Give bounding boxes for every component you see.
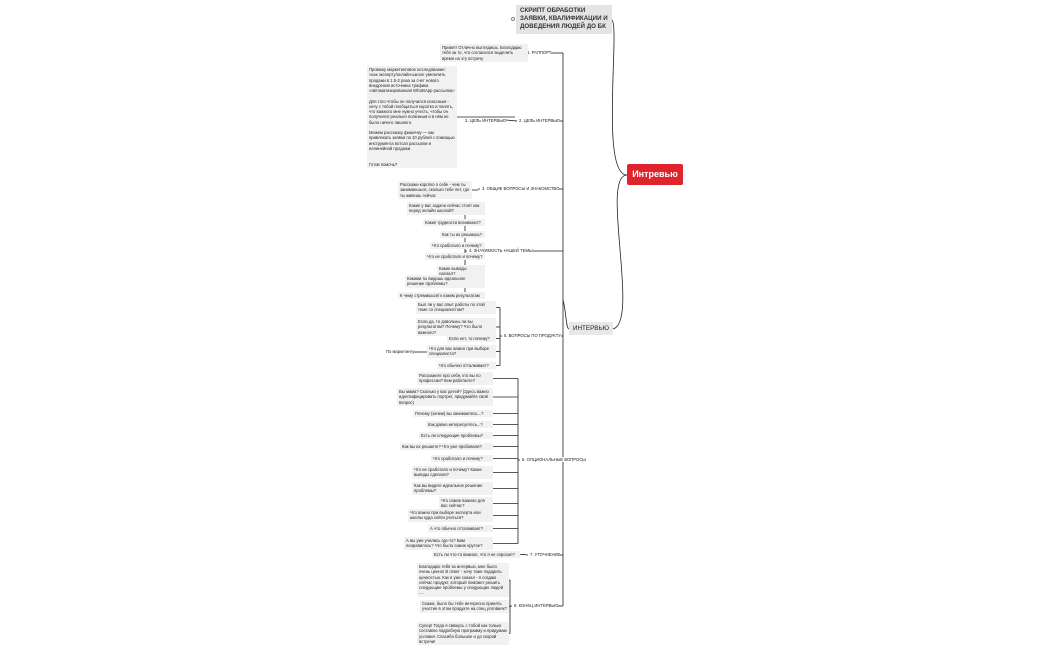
section-3-item[interactable]: Расскажи коротко о себе - чем ты занимае… — [398, 181, 472, 199]
section-5-item[interactable]: Был ли у вас опыт работы по этой теме со… — [416, 301, 496, 314]
section-5-item[interactable]: Что обычно отталкивает? — [437, 362, 496, 370]
section-4-item[interactable]: Что не сработало и почему? — [425, 253, 485, 261]
section-6-item[interactable]: Есть ли следующие проблемы? — [419, 432, 493, 440]
section-6-item[interactable]: Что сработало и почему? — [431, 455, 493, 463]
section-6-item[interactable]: Что важно при выборе эксперта или школы … — [408, 509, 493, 522]
root-topic[interactable]: Интревью — [627, 164, 683, 185]
section-4-item[interactable]: К чему стремишься/ к каким результатам — [398, 292, 485, 300]
section-1-item[interactable]: Привет! Отлично выглядишь. Благодарю теб… — [440, 44, 528, 62]
section-6-item[interactable]: Что не сработало и почему? Какие выводы … — [412, 466, 493, 479]
section-6-item[interactable]: А вы уже учились где-то? Вам понравилось… — [404, 537, 493, 550]
section-5-item[interactable]: Что для вас важно при выборе специалиста… — [427, 345, 496, 358]
section-6-item[interactable]: Как давно интересуетесь...? — [426, 421, 493, 429]
section-6-item[interactable]: А что обычно отталкивает? — [428, 525, 493, 533]
section-4-item[interactable]: Как ты их решаешь? — [440, 231, 485, 239]
section-6-item[interactable]: Что самое важное для вас сейчас? — [439, 497, 493, 510]
section-6-item[interactable]: Вы мама? Сколько у вас детей? (Здесь важ… — [397, 388, 493, 406]
script-title-note[interactable]: СКРИПТ ОБРАБОТКИ ЗАЯВКИ, КВАЛИФИКАЦИИ И … — [516, 5, 612, 34]
collapse-handle-icon[interactable] — [511, 17, 515, 21]
section-label-8[interactable]: 8. КОНЕЦ ИНТЕРВЬЮ — [514, 603, 559, 609]
section-8-item[interactable]: Скажи, было бы тебе интересно принять уч… — [420, 600, 509, 613]
section-6-item[interactable]: Почему (зачем) вы занимаетесь...? — [413, 410, 493, 418]
section-4-item[interactable]: Какими ты видишь идеальное решение пробл… — [405, 275, 485, 288]
section-2-item[interactable]: Провожу маркетинговое исследование: «как… — [367, 66, 457, 168]
section-label-4[interactable]: 4. ЗНАЧИМОСТЬ НАШЕЙ ТЕМЫ — [469, 248, 533, 254]
section-label-2[interactable]: 2. ЦЕЛЬ ИНТЕРВЬЮ — [519, 118, 561, 124]
section-8-item[interactable]: Благодарю тебя за интервью, мне было оче… — [417, 563, 509, 597]
section-4-item[interactable]: Какие выводы сделал? — [437, 265, 485, 278]
section-6-item[interactable]: Как вы видите идеальное решение проблемы… — [412, 482, 493, 495]
section-label-7[interactable]: 7. УТОЧНЕНИЕ — [530, 552, 561, 558]
section-5-item[interactable]: Если нет, то почему? — [447, 335, 496, 343]
section-label-1[interactable]: 1. РАППОРТ — [527, 50, 552, 56]
section-4-item[interactable]: Какие у вас задачи сейчас стоят как пере… — [407, 202, 485, 215]
section-6-item[interactable]: Как вы их решаете? Что уже пробовали? — [400, 443, 493, 451]
section-6-item[interactable]: Расскажите про себя, кто вы по профессии… — [417, 372, 493, 385]
section-7-item[interactable]: Есть ли что-то важное, что я не спросил? — [432, 551, 520, 559]
interview-topic[interactable]: ИНТЕРВЬЮ — [569, 322, 613, 335]
section-label-3[interactable]: 3. ОБЩИЕ ВОПРОСЫ И ЗНАКОМСТВО — [482, 186, 560, 192]
section-sublabel-2[interactable]: 2. ЦЕЛЬ ИНТЕРВЬЮ — [465, 118, 507, 124]
section-4-item[interactable]: Что сработало и почему? — [430, 242, 485, 250]
section-4-item[interactable]: Какие трудности возникают? — [423, 219, 485, 227]
section-8-item[interactable]: Супер! Тогда я свяжусь с тобой как тольк… — [417, 622, 509, 645]
section-label-6[interactable]: 6. ОПЦИОНАЛЬНЫЕ ВОПРОСЫ — [522, 457, 586, 463]
section-side-note[interactable]: По маркетингу — [386, 349, 415, 355]
section-label-5[interactable]: 5. ВОПРОСЫ ПО ПРОДУКТУ — [504, 333, 561, 339]
section-5-item[interactable]: Если да, то довольны ли вы результатом? … — [416, 318, 496, 336]
